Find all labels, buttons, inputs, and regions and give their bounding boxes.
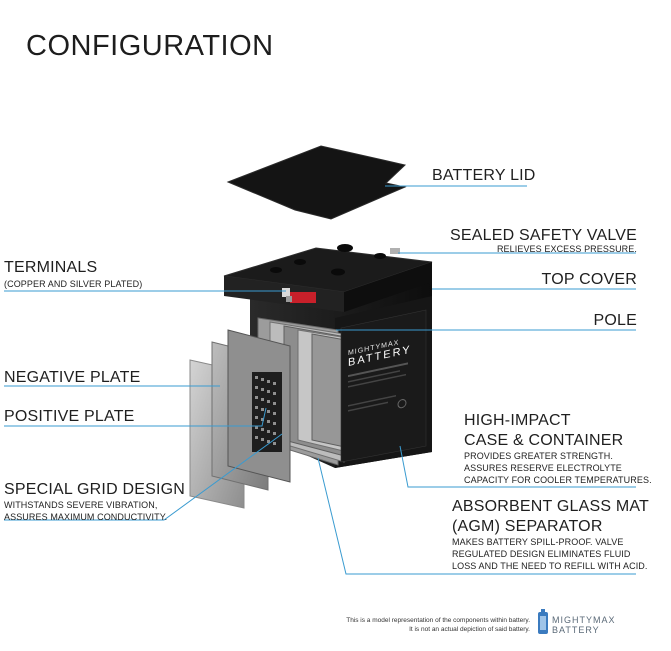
label-positive-plate: POSITIVE PLATE — [4, 408, 135, 425]
footer-logo-line-2: BATTERY — [552, 625, 600, 635]
battery-lid — [226, 145, 407, 220]
footer-logo-line-1: MIGHTYMAX — [552, 615, 616, 625]
label-top-cover: TOP COVER — [541, 271, 637, 288]
page-title: CONFIGURATION — [26, 30, 274, 62]
label-agm-2: (AGM) SEPARATOR — [452, 518, 603, 535]
footer-note-2: It is not an actual depiction of said ba… — [409, 626, 530, 633]
label-high-impact-1: HIGH-IMPACT — [464, 412, 571, 429]
label-high-impact-2: CASE & CONTAINER — [464, 432, 624, 449]
terminals — [282, 288, 316, 303]
label-high-impact-desc-2: ASSURES RESERVE ELECTROLYTE — [464, 463, 622, 473]
label-sealed-safety-valve: SEALED SAFETY VALVE — [450, 227, 637, 244]
leader-positive-plate — [4, 407, 267, 427]
grid-holes — [252, 372, 282, 452]
battery-front-label — [340, 309, 427, 463]
label-agm-desc-1: MAKES BATTERY SPILL-PROOF. VALVE — [452, 537, 624, 547]
label-special-grid-desc-1: WITHSTANDS SEVERE VIBRATION, — [4, 500, 158, 510]
label-negative-plate: NEGATIVE PLATE — [4, 369, 141, 386]
label-special-grid-desc-2: ASSURES MAXIMUM CONDUCTIVITY. — [4, 512, 168, 522]
internal-cell-plates — [257, 317, 369, 466]
safety-valve — [390, 248, 400, 254]
label-battery-lid: BATTERY LID — [432, 167, 536, 184]
label-agm-desc-3: LOSS AND THE NEED TO REFILL WITH ACID. — [452, 561, 648, 571]
footer-note-1: This is a model representation of the co… — [346, 617, 530, 624]
leader-special-grid — [4, 433, 283, 521]
leader-lines — [4, 185, 636, 575]
label-high-impact-desc-3: CAPACITY FOR COOLER TEMPERATURES. — [464, 475, 652, 485]
label-high-impact-desc-1: PROVIDES GREATER STRENGTH. — [464, 451, 613, 461]
leader-case — [399, 445, 636, 488]
top-cover-front — [344, 262, 432, 312]
leader-agm — [317, 457, 636, 575]
label-special-grid: SPECIAL GRID DESIGN — [4, 481, 186, 498]
label-pole: POLE — [593, 312, 637, 329]
label-agm-1: ABSORBENT GLASS MAT — [452, 498, 650, 515]
label-terminals: TERMINALS — [4, 259, 98, 276]
label-agm-desc-2: REGULATED DESIGN ELIMINATES FLUID — [452, 549, 631, 559]
label-sealed-safety-valve-desc: RELIEVES EXCESS PRESSURE. — [496, 244, 637, 254]
label-terminals-desc: (COPPER AND SILVER PLATED) — [4, 279, 143, 289]
